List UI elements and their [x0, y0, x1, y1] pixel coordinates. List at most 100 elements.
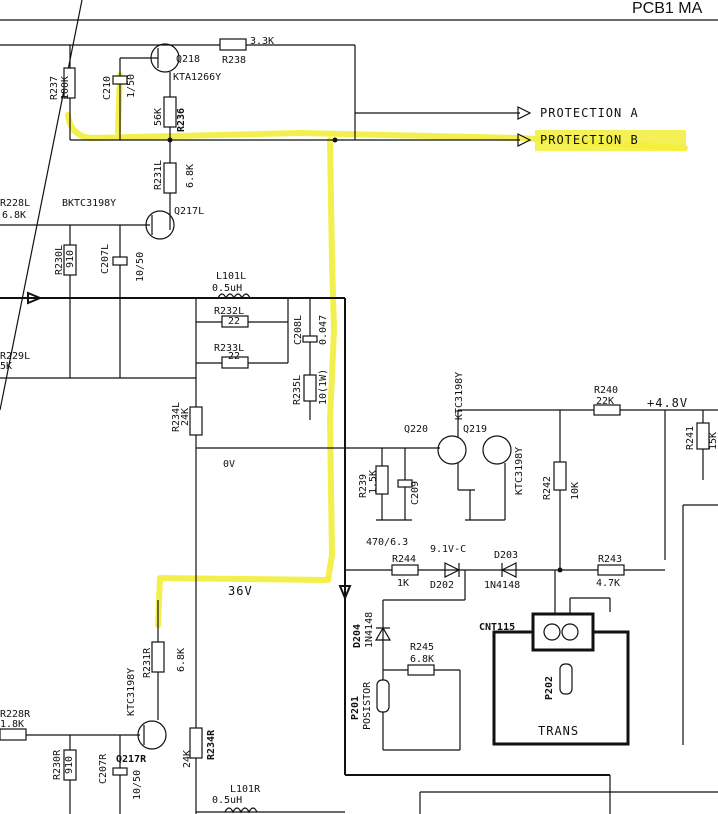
d203-value: 1N4148: [484, 580, 520, 591]
l101l-inductor: [217, 293, 251, 300]
q217l-label: Q217L: [174, 206, 204, 217]
l101r-inductor: [224, 807, 258, 814]
r236-label: R236: [176, 108, 187, 132]
r234l-label: R234L: [171, 402, 182, 432]
r244-label: R244: [392, 554, 416, 565]
c209-label: C209: [410, 481, 421, 505]
r244-resistor: [391, 564, 419, 576]
r243-label: R243: [598, 554, 622, 565]
p202-label: P202: [544, 676, 555, 700]
output-protection-b: PROTECTION B: [540, 133, 639, 147]
label-36v: 36V: [228, 584, 253, 598]
r233l-label: R233L: [214, 343, 244, 354]
d204-label: D204: [352, 624, 363, 648]
c207r-label: C207R: [98, 753, 109, 784]
r239-value: 1.5K: [368, 470, 379, 494]
page-header: PCB1 MA: [632, 0, 703, 17]
r241-label: R241: [685, 426, 696, 450]
q218-label: Q218: [176, 54, 200, 65]
r245-resistor: [407, 664, 435, 676]
c210-label: C210: [102, 76, 113, 100]
r244-value: 1K: [397, 578, 409, 589]
label-0v: 0V: [223, 459, 235, 470]
l101l-value: 0.5uH: [212, 283, 242, 294]
r239-resistor: [375, 465, 389, 495]
r231l-label: R231L: [153, 160, 164, 190]
r235l-resistor: [303, 374, 317, 402]
r243-resistor: [597, 564, 625, 576]
d203-label: D203: [494, 550, 518, 561]
r231r-resistor: [151, 641, 165, 673]
r228r-value: 1.8K: [0, 719, 24, 730]
p201-posistor: [376, 679, 390, 713]
q219-label: Q219: [463, 424, 487, 435]
r228r-resistor: [0, 728, 27, 741]
d204-diode: [374, 626, 392, 641]
r231l-value: 6.8K: [185, 164, 196, 188]
cnt115-pin2: [561, 623, 579, 641]
r238-resistor: [219, 38, 247, 51]
r233l-resistor: [221, 356, 249, 369]
r231r-label: R231R: [142, 647, 153, 678]
node: [557, 567, 563, 573]
r234r-label: R234R: [206, 729, 217, 760]
trans-label: TRANS: [538, 724, 579, 738]
cnt115-pin1: [543, 623, 561, 641]
r241-value: 15K: [708, 432, 718, 450]
c210-capacitor: [112, 75, 128, 85]
node: [332, 137, 338, 143]
r231r-value: 6.8K: [176, 648, 187, 672]
arrow-vertical-bus: [338, 585, 352, 601]
c208l-value: 0.047: [318, 315, 329, 345]
arrow-protection-a: [517, 106, 532, 120]
p201-label: P201: [350, 696, 361, 720]
q220-transistor: [437, 435, 467, 465]
r230l-value: 910: [65, 250, 76, 268]
q219-type: KTC3198Y: [514, 447, 525, 495]
c207r-capacitor: [112, 767, 128, 776]
r230r-value: 910: [64, 756, 75, 774]
q217r-label: Q217R: [116, 754, 147, 765]
r230r-label: R230R: [52, 749, 63, 780]
arrow-protection-b: [517, 133, 532, 147]
r232l-label: R232L: [214, 306, 244, 317]
p201-value: POSISTOR: [362, 681, 373, 730]
l101r-value: 0.5uH: [212, 795, 242, 806]
r234r-resistor: [189, 727, 203, 759]
l101l-label: L101L: [216, 271, 246, 282]
r237-resistor: [63, 67, 76, 99]
c207r-value: 10/50: [132, 770, 143, 800]
l101r-label: L101R: [230, 784, 261, 795]
arrow-bus: [27, 291, 43, 305]
cnt115-connector: [531, 612, 595, 652]
r242-label: R242: [542, 476, 553, 500]
r237-value: 100K: [60, 76, 71, 100]
r230l-resistor: [63, 244, 77, 276]
r230r-resistor: [63, 749, 77, 781]
r239-label: R239: [358, 474, 369, 498]
r240-resistor: [593, 404, 621, 416]
r236-resistor: [163, 96, 177, 128]
r229l-label: R229L: [0, 351, 30, 362]
c208l-label: C208L: [293, 315, 304, 345]
r242-resistor: [553, 461, 567, 491]
r235l-label: R235L: [292, 375, 303, 405]
d202-diode: [444, 562, 461, 578]
q217l-transistor: [145, 210, 175, 240]
r238-label: R238: [222, 55, 246, 66]
r228l-value: 6.8K: [2, 210, 26, 221]
c207l-capacitor: [112, 256, 128, 266]
r236-value: 56K: [153, 108, 164, 126]
r237-label: R237: [49, 76, 60, 100]
label-plus-48v: +4.8V: [647, 396, 688, 410]
r240-label: R240: [594, 385, 618, 396]
q217r-type: KTC3198Y: [126, 668, 137, 716]
output-protection-a: PROTECTION A: [540, 106, 639, 120]
r234l-resistor: [189, 406, 203, 436]
q217l-type: BKTC3198Y: [62, 198, 116, 209]
c209-capacitor: [397, 479, 413, 488]
r229l-value: 5K: [0, 361, 12, 372]
q217r-transistor: [137, 720, 167, 750]
d203-diode: [500, 562, 517, 578]
